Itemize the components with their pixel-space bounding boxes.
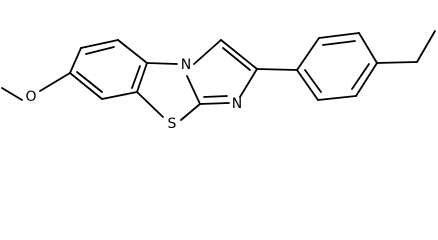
bond-benzo-double-1: [85, 46, 115, 55]
bond-s-c2: [180, 103, 201, 121]
bond-c5-c6-double: [222, 47, 251, 71]
bond-benzo-double-2: [131, 65, 141, 89]
bond-ph-3: [358, 32, 378, 64]
atom-label-n: N: [232, 96, 242, 112]
bond-c3a-n: [146, 62, 178, 65]
bond-n-c2: [186, 75, 201, 105]
bond-ch2-ch3: [416, 30, 436, 63]
bond-benzo-3: [117, 39, 148, 64]
bond-methyl-o: [1, 87, 23, 101]
bond-c5-c6: [220, 39, 258, 70]
bond-c2-n1-double: [203, 95, 228, 98]
bonds: [1, 30, 436, 121]
bond-benzo-5: [101, 91, 138, 100]
bond-benzo-2: [80, 39, 119, 49]
bond-ph-5: [317, 95, 357, 101]
bond-ph-1: [296, 37, 320, 71]
bond-ph-2: [318, 32, 360, 39]
bond-ph-double-3: [304, 69, 322, 93]
bond-o-c7: [39, 72, 71, 92]
bond-ph-double-1: [322, 40, 356, 46]
bond-ph-ch2: [376, 61, 418, 64]
atom-labels: O N S N: [25, 57, 242, 132]
bond-n-c5: [193, 39, 222, 65]
atom-label-s: S: [168, 116, 177, 132]
atom-label-o: O: [25, 89, 36, 105]
bond-benzo-4: [136, 62, 148, 93]
atom-label-n: N: [181, 57, 191, 73]
bond-c6-n1: [239, 68, 258, 98]
bond-c6-phenyl: [256, 68, 298, 71]
bond-benzo-6: [69, 72, 103, 100]
molecule-structure-diagram: O N S N: [1, 30, 436, 132]
bond-benzo-double-3: [76, 71, 103, 93]
bond-ph-6: [296, 69, 319, 101]
bond-c7a-s: [136, 91, 164, 118]
bond-c2-n1: [199, 102, 230, 105]
bond-ph-double-2: [351, 63, 370, 90]
bond-benzo-1: [69, 47, 82, 74]
bond-ph-4: [355, 62, 378, 97]
